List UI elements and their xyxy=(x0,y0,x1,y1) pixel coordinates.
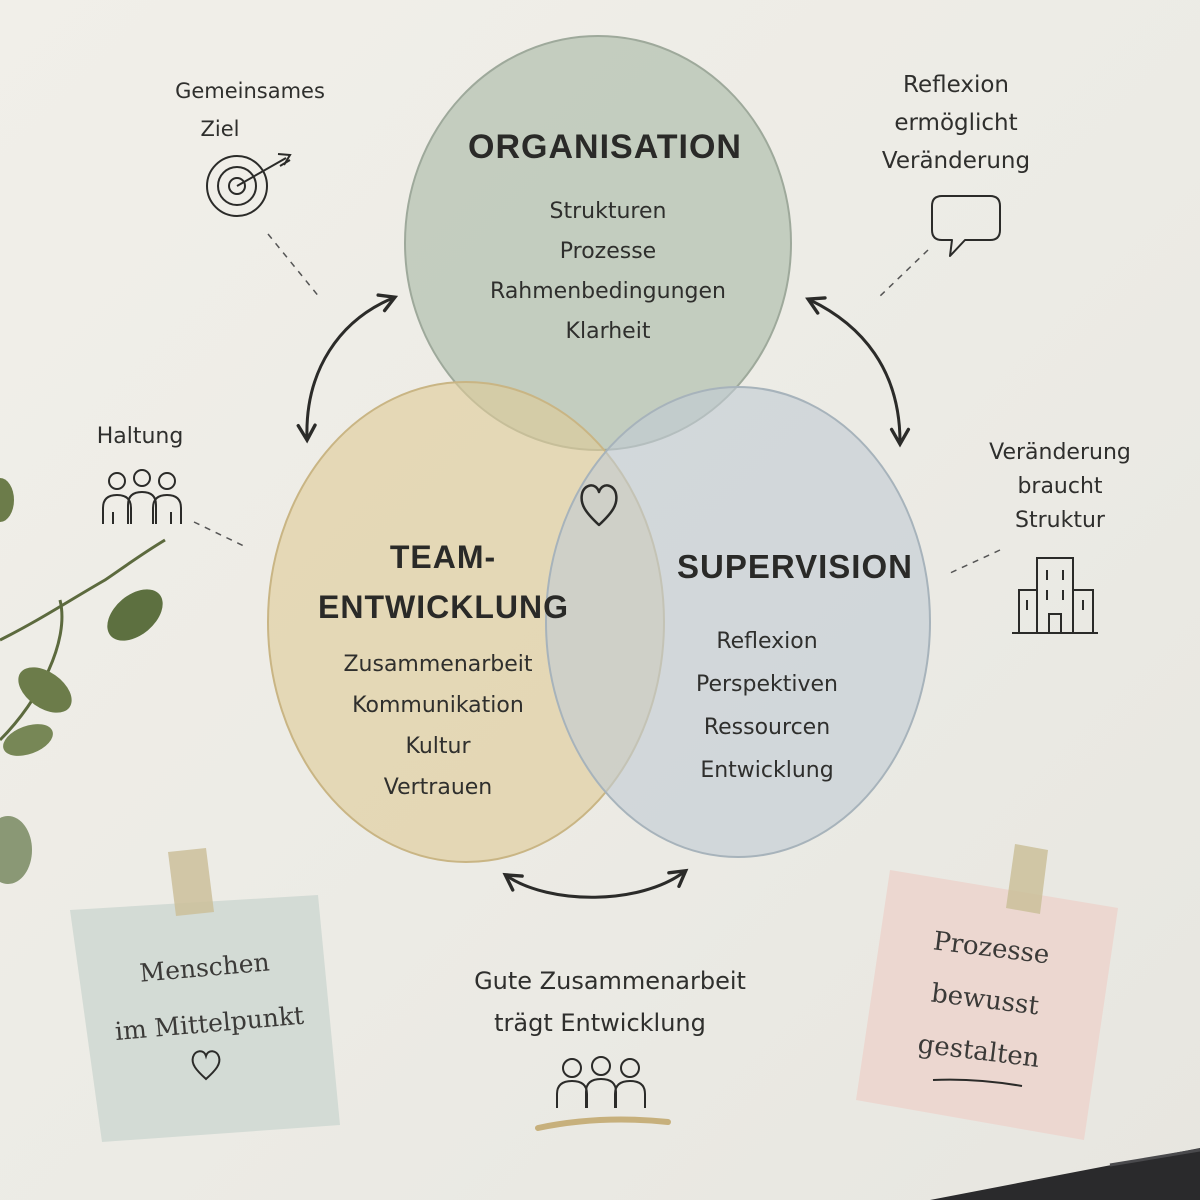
annotation-line: braucht xyxy=(1017,474,1103,499)
arrow-organisation-supervision xyxy=(805,296,911,448)
annotation-line: Gemeinsames xyxy=(175,79,325,103)
annotation-line: Reflexion xyxy=(903,72,1009,98)
annotation-line: ermöglicht xyxy=(894,110,1018,136)
dashed-connector xyxy=(193,521,249,549)
ground-stroke xyxy=(535,1116,671,1131)
list-item: Kommunikation xyxy=(352,693,524,718)
annotation-line: Struktur xyxy=(1015,508,1105,533)
annotation-change-needs-structure: Veränderung braucht Struktur xyxy=(980,436,1140,538)
supervision-items: Reflexion Perspektiven Ressourcen Entwic… xyxy=(660,620,874,792)
pen-decoration xyxy=(930,1148,1200,1200)
list-item: Entwicklung xyxy=(700,758,834,783)
dashed-connector xyxy=(267,233,321,299)
plant-decoration xyxy=(0,478,166,884)
annotation-good-collaboration: Gute Zusammenarbeit trägt Entwicklung xyxy=(440,960,780,1044)
dashed-connector xyxy=(877,249,929,299)
target-icon xyxy=(206,153,292,217)
sticky-note-right xyxy=(856,844,1118,1140)
team-title-line2: ENTWICKLUNG xyxy=(318,589,569,625)
heart-icon xyxy=(580,484,618,527)
heart-icon-note xyxy=(191,1050,221,1081)
organisation-items: Strukturen Prozesse Rahmenbedingungen Kl… xyxy=(470,192,746,352)
team-title-line1: TEAM- xyxy=(389,539,497,575)
arrow-organisation-team xyxy=(296,293,399,444)
list-item: Kultur xyxy=(405,734,471,759)
annotation-line: Gute Zusammenarbeit xyxy=(474,967,746,995)
building-icon xyxy=(1012,557,1098,634)
list-item: Prozesse xyxy=(559,239,657,264)
annotation-attitude: Haltung xyxy=(96,424,184,449)
people-group-icon-bottom xyxy=(556,1056,646,1108)
list-item: Reflexion xyxy=(716,629,818,654)
list-item: Ressourcen xyxy=(703,715,831,740)
speech-bubble-icon xyxy=(931,195,1001,257)
team-items: Zusammenarbeit Kommunikation Kultur Vert… xyxy=(318,644,558,808)
annotation-line: Veränderung xyxy=(881,148,1031,174)
sticky-note-right-text: Prozesse bewusst gestalten xyxy=(871,910,1098,1090)
supervision-title: SUPERVISION xyxy=(677,548,913,585)
sticky-note-left-text: Menschen im Mittelpunkt xyxy=(88,930,327,1062)
organisation-title: ORGANISATION xyxy=(468,128,742,166)
list-item: Vertrauen xyxy=(383,775,493,800)
list-item: Perspektiven xyxy=(695,672,838,697)
people-group-icon xyxy=(102,469,182,524)
annotation-line: Veränderung xyxy=(989,440,1131,465)
sticky-note-left xyxy=(70,848,340,1142)
annotation-reflection: Reflexion ermöglicht Veränderung xyxy=(866,66,1046,180)
list-item: Zusammenarbeit xyxy=(343,652,533,677)
team-title: TEAM- ENTWICKLUNG xyxy=(318,532,568,632)
annotation-line: trägt Entwicklung xyxy=(494,1009,706,1037)
arrow-team-supervision xyxy=(502,868,689,899)
list-item: Rahmenbedingungen xyxy=(490,279,726,304)
supervision-circle xyxy=(545,386,931,858)
list-item: Strukturen xyxy=(549,199,667,224)
dashed-connector xyxy=(947,549,1001,575)
annotation-common-goal: Gemeinsames Ziel xyxy=(160,72,340,148)
annotation-line: Ziel xyxy=(200,117,240,141)
list-item: Klarheit xyxy=(565,319,651,344)
